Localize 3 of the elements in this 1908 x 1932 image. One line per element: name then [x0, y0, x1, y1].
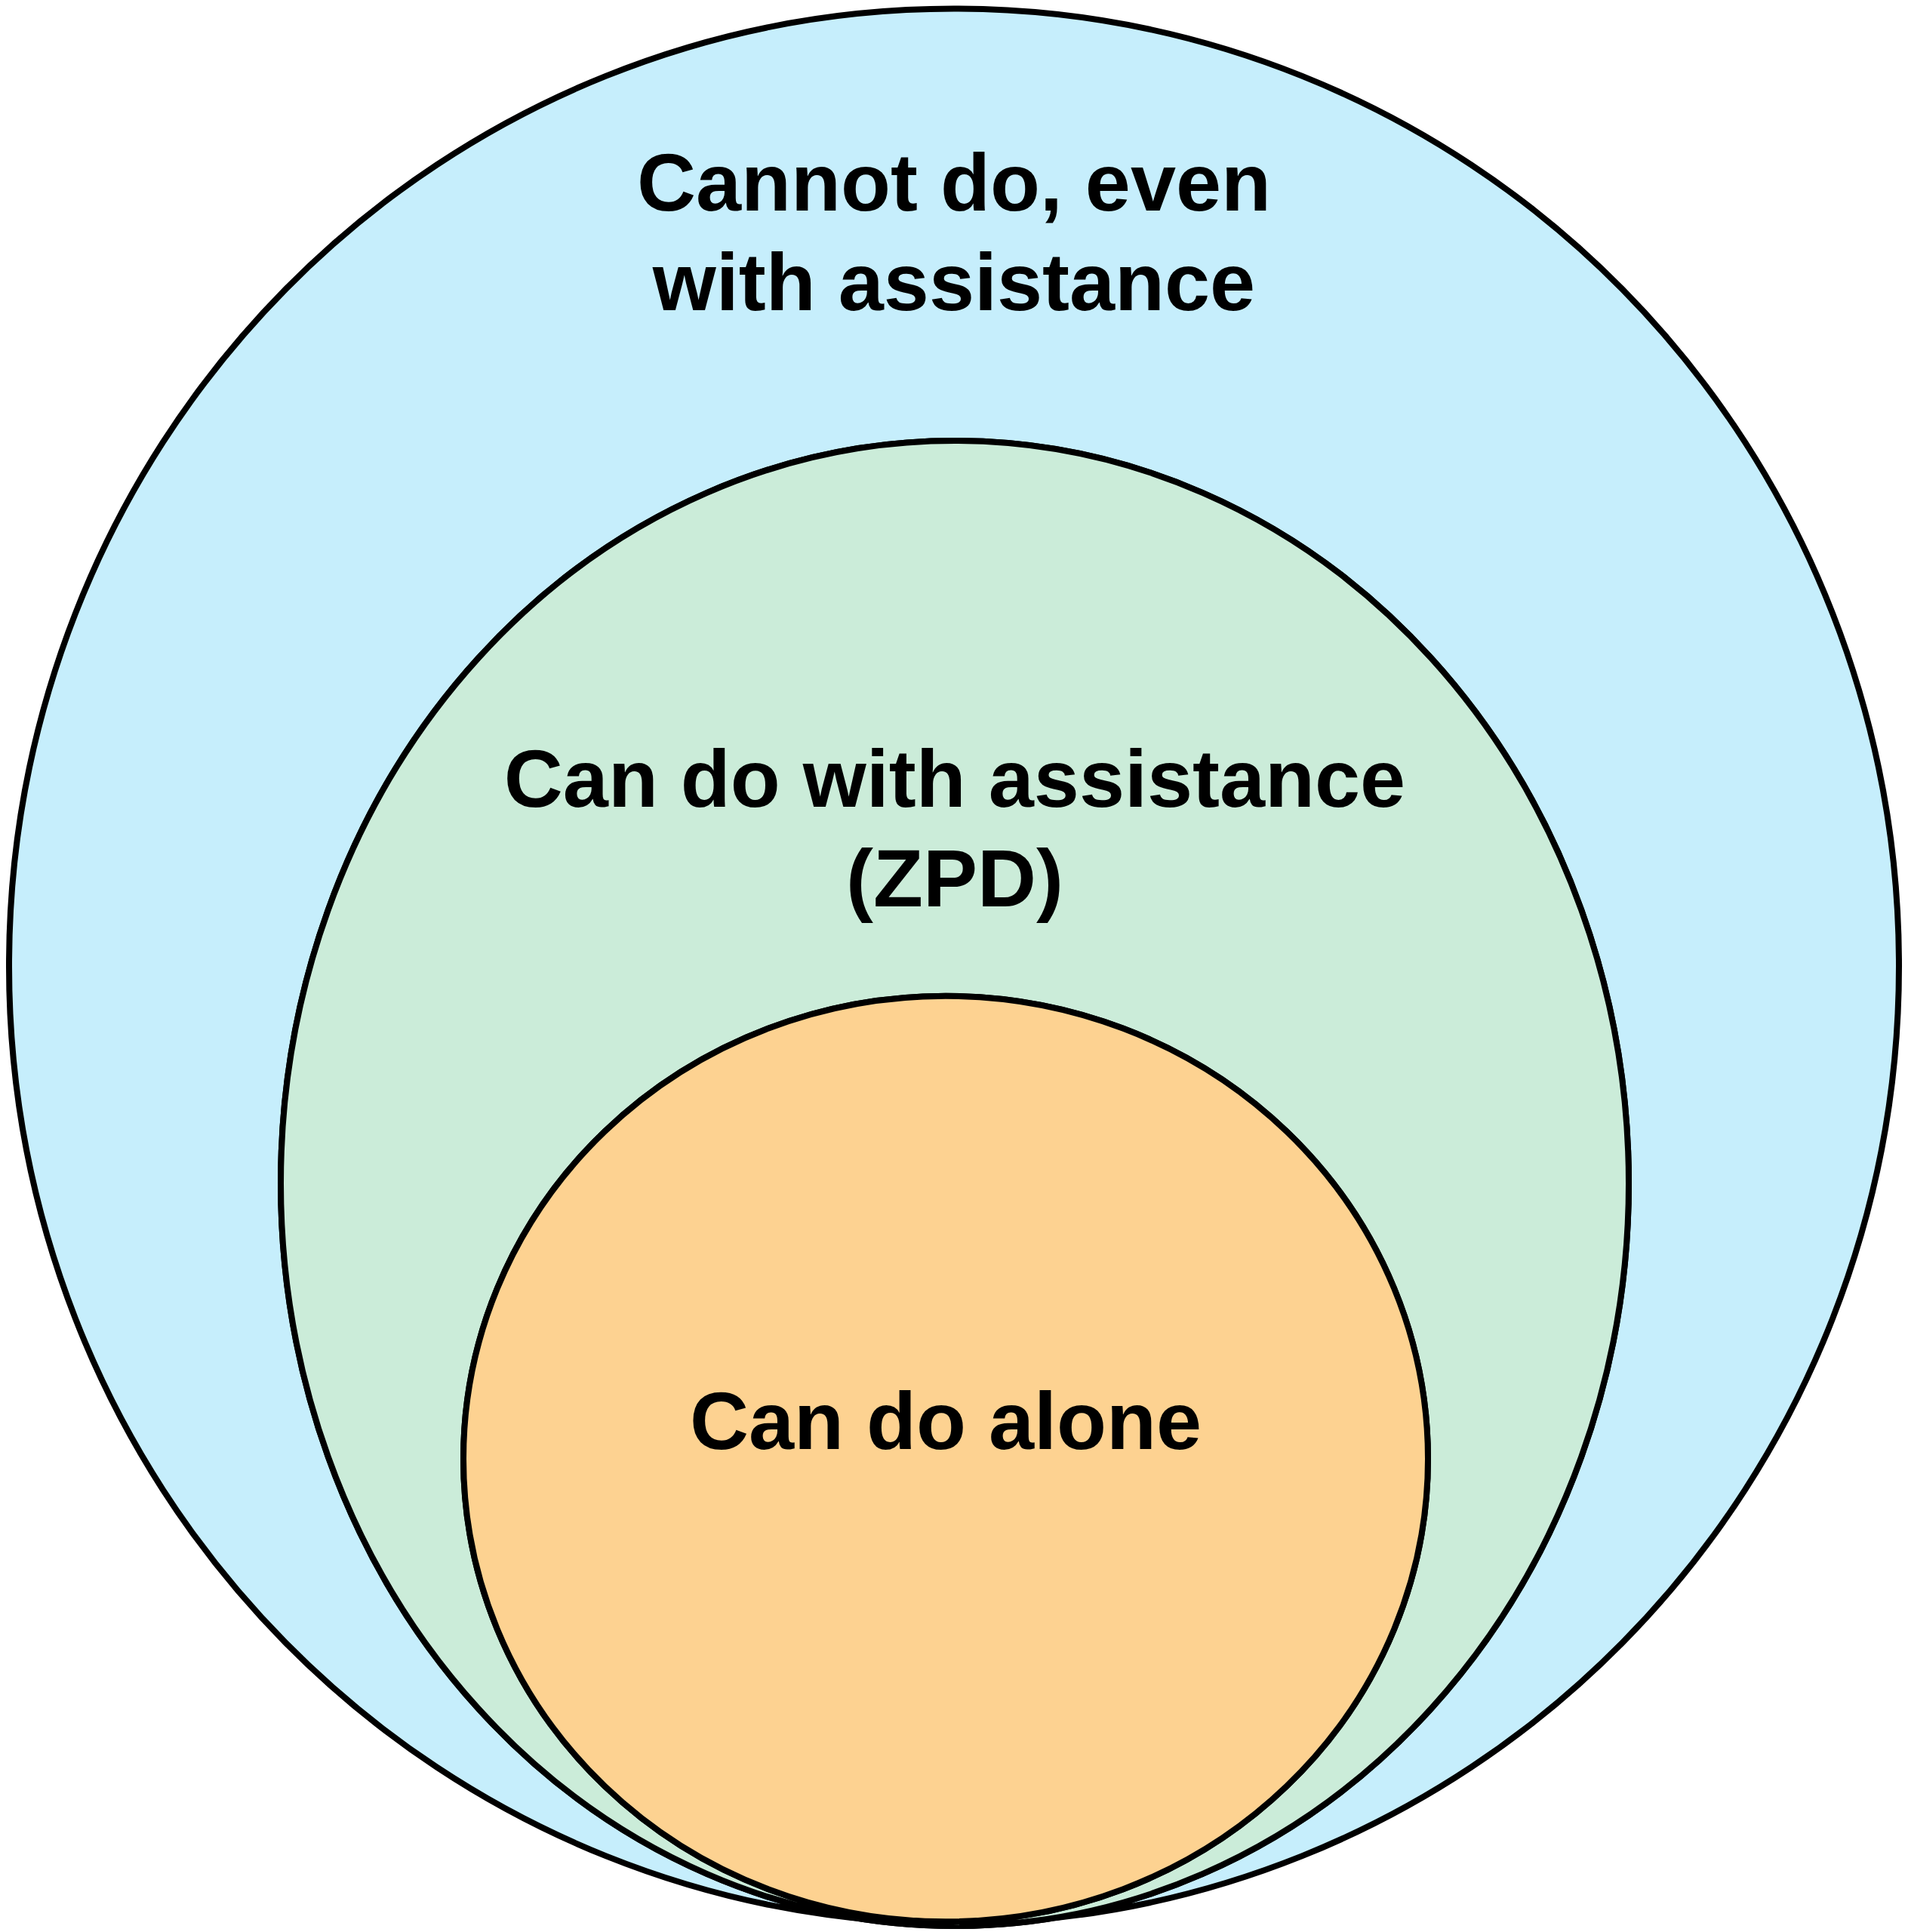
zone-label: Can do with assistance (ZPD) [503, 732, 1407, 925]
zone-label: Cannot do, even with assistance [635, 136, 1273, 329]
zone-label: Can do alone [689, 1374, 1202, 1468]
